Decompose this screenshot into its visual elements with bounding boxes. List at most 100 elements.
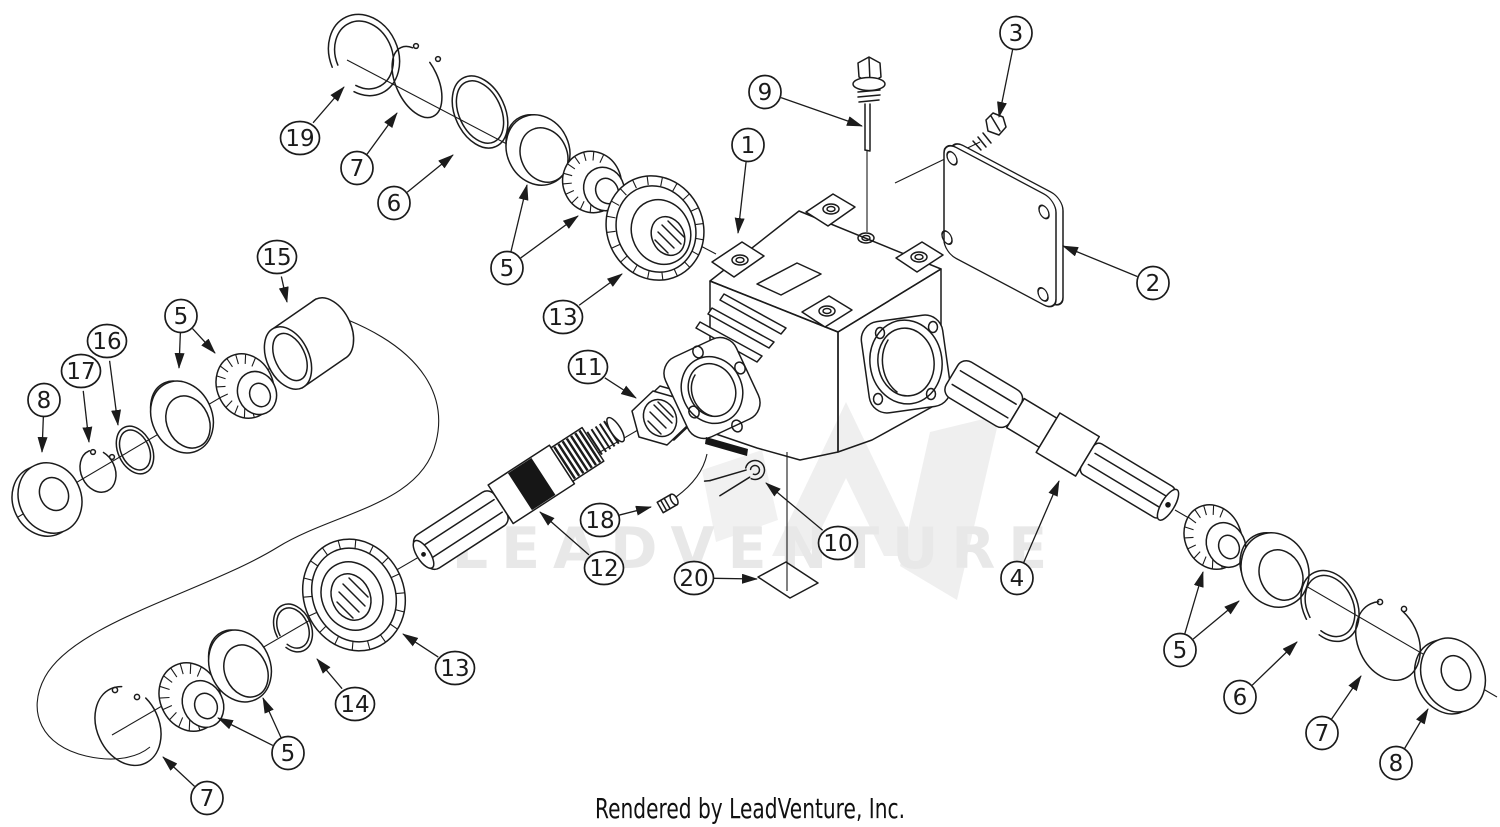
callout-number: 4 bbox=[1010, 566, 1025, 592]
part-tag-20 bbox=[757, 452, 819, 599]
callout-18[interactable]: 18 bbox=[579, 502, 652, 538]
callout-number: 15 bbox=[262, 245, 291, 271]
callout-5[interactable]: 5 bbox=[490, 184, 579, 286]
callout-number: 5 bbox=[174, 304, 189, 330]
callout-13[interactable]: 13 bbox=[542, 273, 623, 335]
callout-13[interactable]: 13 bbox=[402, 633, 476, 686]
part-ring-6-top bbox=[451, 75, 509, 149]
part-dipstick-9 bbox=[852, 56, 886, 232]
callout-number: 13 bbox=[440, 656, 469, 682]
callout-7[interactable]: 7 bbox=[1305, 675, 1362, 751]
watermark: LEADVENTURE bbox=[452, 402, 1060, 600]
callout-number: 9 bbox=[758, 80, 773, 106]
part-retaining-ring-19 bbox=[327, 13, 401, 97]
callout-5[interactable]: 5 bbox=[164, 298, 216, 369]
callout-number: 6 bbox=[387, 191, 402, 217]
watermark-logo bbox=[900, 415, 1000, 600]
callout-7[interactable]: 7 bbox=[162, 756, 224, 816]
part-bearing-cone-5-top bbox=[561, 150, 626, 214]
callout-16[interactable]: 16 bbox=[86, 323, 128, 426]
callout-1[interactable]: 1 bbox=[731, 127, 765, 234]
callout-6[interactable]: 6 bbox=[377, 154, 454, 221]
callout-number: 7 bbox=[200, 786, 215, 812]
housing-right-flange bbox=[860, 314, 952, 414]
part-washer-8-right bbox=[1413, 637, 1487, 715]
oil-fill-hole bbox=[857, 232, 875, 244]
part-bearing-cup-5-bottom bbox=[207, 629, 273, 703]
callout-17[interactable]: 17 bbox=[60, 353, 102, 443]
nut-hatch bbox=[647, 401, 674, 435]
part-bearing-cup-5-top bbox=[505, 114, 571, 186]
housing-mount-tabs bbox=[711, 193, 944, 328]
callout-9[interactable]: 9 bbox=[748, 74, 863, 127]
callout-3[interactable]: 3 bbox=[997, 15, 1033, 118]
callout-10[interactable]: 10 bbox=[765, 482, 859, 561]
housing-front-flange bbox=[663, 336, 761, 440]
part-gear-13-bottom bbox=[301, 538, 407, 652]
part-snap-ring-7-bottom bbox=[94, 685, 162, 767]
callout-number: 6 bbox=[1233, 685, 1248, 711]
part-spacer-sleeve-15 bbox=[263, 297, 355, 390]
part-ring-6-right bbox=[1300, 569, 1360, 643]
callout-number: 3 bbox=[1009, 21, 1024, 47]
callout-20[interactable]: 20 bbox=[673, 560, 758, 596]
callout-19[interactable]: 19 bbox=[279, 86, 345, 156]
callout-number: 7 bbox=[1315, 721, 1330, 747]
part-screw-3 bbox=[972, 112, 1007, 151]
part-retaining-ring-14 bbox=[272, 603, 314, 653]
callout-5[interactable]: 5 bbox=[217, 697, 305, 771]
callout-number: 18 bbox=[585, 508, 614, 534]
callout-number: 12 bbox=[589, 556, 618, 582]
part-ring-16 bbox=[115, 425, 155, 475]
callout-number: 10 bbox=[823, 531, 852, 557]
part-snap-ring-7-right bbox=[1355, 598, 1421, 682]
callout-number: 5 bbox=[1173, 638, 1188, 664]
part-cover-plate-2 bbox=[941, 143, 1064, 308]
callout-6[interactable]: 6 bbox=[1223, 641, 1298, 715]
part-snap-ring-17 bbox=[79, 448, 117, 493]
callout-4[interactable]: 4 bbox=[1000, 480, 1060, 596]
part-bevel-gear-13-top bbox=[605, 175, 705, 281]
callout-14[interactable]: 14 bbox=[316, 658, 376, 722]
callout-12[interactable]: 12 bbox=[539, 511, 625, 586]
callout-8[interactable]: 8 bbox=[1379, 708, 1429, 781]
callout-number: 8 bbox=[37, 388, 52, 414]
housing-right-face bbox=[837, 268, 942, 453]
callout-number: 7 bbox=[350, 156, 365, 182]
callout-11[interactable]: 11 bbox=[567, 349, 637, 399]
callout-number: 11 bbox=[573, 355, 602, 381]
hub-hatch bbox=[654, 220, 685, 254]
hub-hatch bbox=[336, 577, 369, 619]
part-washer-8-left bbox=[11, 462, 83, 537]
callout-8[interactable]: 8 bbox=[27, 382, 61, 453]
part-jam-nut-11 bbox=[631, 385, 696, 446]
part-bearing-cup-5-right bbox=[1239, 532, 1310, 608]
part-input-shaft-12 bbox=[412, 416, 626, 571]
callout-number: 2 bbox=[1146, 271, 1161, 297]
callout-number: 17 bbox=[66, 359, 95, 385]
callout-number: 14 bbox=[340, 692, 369, 718]
callout-7[interactable]: 7 bbox=[340, 112, 398, 186]
callout-2[interactable]: 2 bbox=[1062, 245, 1170, 301]
callout-15[interactable]: 15 bbox=[256, 239, 298, 303]
callout-number: 13 bbox=[548, 305, 577, 331]
part-bearing-cone-5-right bbox=[1183, 504, 1247, 570]
housing-foot-shadow bbox=[705, 437, 748, 456]
part-snap-ring-7-top bbox=[391, 42, 443, 119]
footer-text: Rendered by LeadVenture, Inc. bbox=[595, 792, 905, 825]
callout-5[interactable]: 5 bbox=[1163, 571, 1240, 668]
watermark-logo bbox=[772, 402, 920, 556]
part-cotter-pin-10 bbox=[703, 459, 766, 497]
part-bearing-cup-5-left bbox=[149, 380, 215, 454]
callout-number: 1 bbox=[741, 133, 756, 159]
callout-number: 19 bbox=[285, 126, 314, 152]
callout-number: 16 bbox=[92, 329, 121, 355]
watermark-text: LEADVENTURE bbox=[452, 516, 1060, 582]
callout-number: 5 bbox=[500, 256, 515, 282]
loop-line bbox=[36, 319, 440, 760]
callout-number: 5 bbox=[281, 741, 296, 767]
housing-pad bbox=[756, 262, 822, 296]
callout-number: 20 bbox=[679, 566, 708, 592]
part-gearbox-housing-1 bbox=[663, 193, 952, 461]
